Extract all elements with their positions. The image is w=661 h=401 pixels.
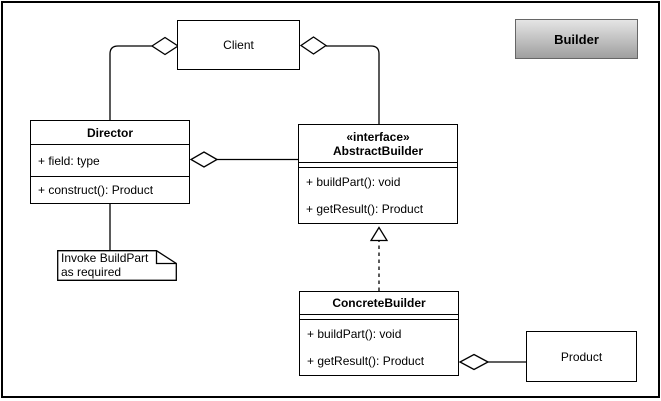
class-product-name: Product bbox=[560, 349, 603, 364]
class-concrete-builder-method: + buildPart(): void bbox=[307, 326, 402, 341]
class-abstract-builder-method: + getResult(): Product bbox=[306, 202, 424, 217]
class-client-name: Client bbox=[223, 38, 254, 52]
concretebuilder-aggregation-diamond-icon bbox=[458, 353, 490, 371]
director-aggregation-diamond-icon bbox=[189, 151, 219, 168]
abstractbuilder-client-aggregation-line bbox=[326, 45, 380, 124]
empty-attributes-compartment bbox=[300, 315, 458, 320]
director-client-aggregation-line bbox=[109, 45, 152, 120]
note-text: Invoke BuildPart as required bbox=[61, 251, 148, 279]
class-abstract-builder-method: + buildPart(): void bbox=[306, 174, 401, 189]
realization-triangle-icon bbox=[369, 226, 389, 242]
class-abstract-builder: «interface» AbstractBuilder + buildPart(… bbox=[298, 124, 458, 224]
builder-title-label: Builder bbox=[554, 31, 599, 47]
empty-attributes-compartment bbox=[299, 163, 457, 168]
class-director-name: Director bbox=[31, 121, 189, 145]
class-concrete-builder-methods: + buildPart(): void + getResult(): Produ… bbox=[300, 320, 458, 375]
class-director-attribute: + field: type bbox=[31, 145, 189, 177]
builder-title-box: Builder bbox=[515, 19, 638, 59]
note-shape bbox=[57, 250, 177, 281]
note-text-line: Invoke BuildPart bbox=[61, 251, 149, 265]
class-abstract-builder-stereotype: «interface» bbox=[346, 129, 410, 144]
class-concrete-builder-name: ConcreteBuilder bbox=[300, 292, 458, 315]
client-right-aggregation-diamond-icon bbox=[299, 36, 328, 55]
note-text-line: as required bbox=[61, 265, 122, 279]
client-left-aggregation-diamond-icon bbox=[150, 36, 180, 56]
class-product: Product bbox=[526, 331, 637, 382]
class-abstract-builder-methods: + buildPart(): void + getResult(): Produ… bbox=[299, 168, 457, 223]
class-director: Director + field: type + construct(): Pr… bbox=[30, 120, 190, 204]
class-concrete-builder-method: + getResult(): Product bbox=[307, 354, 425, 369]
class-concrete-builder: ConcreteBuilder + buildPart(): void + ge… bbox=[299, 291, 459, 376]
note-fold-icon bbox=[155, 250, 177, 265]
class-client: Client bbox=[177, 20, 300, 70]
class-abstract-builder-name: AbstractBuilder bbox=[332, 143, 424, 158]
class-abstract-builder-header: «interface» AbstractBuilder bbox=[299, 125, 457, 163]
note-invoke-buildpart: Invoke BuildPart as required bbox=[57, 250, 177, 281]
class-director-method: + construct(): Product bbox=[38, 183, 154, 197]
